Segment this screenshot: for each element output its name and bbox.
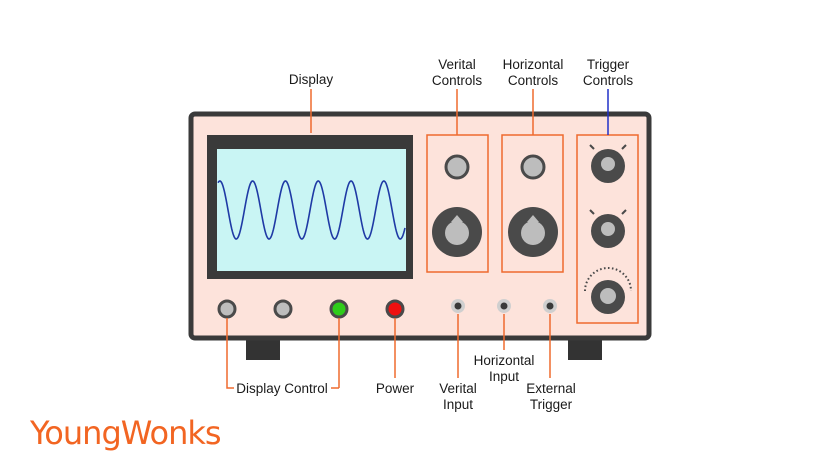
horizontal-small-knob-icon[interactable] — [520, 154, 546, 180]
display-label: Display — [288, 72, 334, 87]
horizontal-large-knob-icon[interactable] — [508, 207, 558, 257]
display-control-button-3[interactable] — [329, 299, 349, 319]
vertical-large-knob-icon[interactable] — [432, 207, 482, 257]
power-label: Power — [375, 381, 415, 396]
vertical-input-jack-icon[interactable] — [451, 299, 465, 313]
trigger-knob-2-icon[interactable] — [589, 209, 627, 248]
display-screen — [217, 149, 406, 271]
power-button[interactable] — [385, 299, 405, 319]
sine-wave-icon — [217, 180, 406, 240]
external-trigger-jack-icon[interactable] — [543, 299, 557, 313]
leader-lines — [226, 89, 551, 389]
brand-logo: YoungWonks — [30, 414, 222, 452]
display-control-button-1[interactable] — [217, 299, 237, 319]
display-control-button-2[interactable] — [273, 299, 293, 319]
display-control-label: Display Control — [236, 381, 328, 396]
vertical-small-knob-icon[interactable] — [444, 154, 470, 180]
trigger-knob-3-icon[interactable] — [584, 267, 632, 314]
horizontal-input-jack-icon[interactable] — [497, 299, 511, 313]
trigger-knob-1-icon[interactable] — [589, 144, 627, 183]
